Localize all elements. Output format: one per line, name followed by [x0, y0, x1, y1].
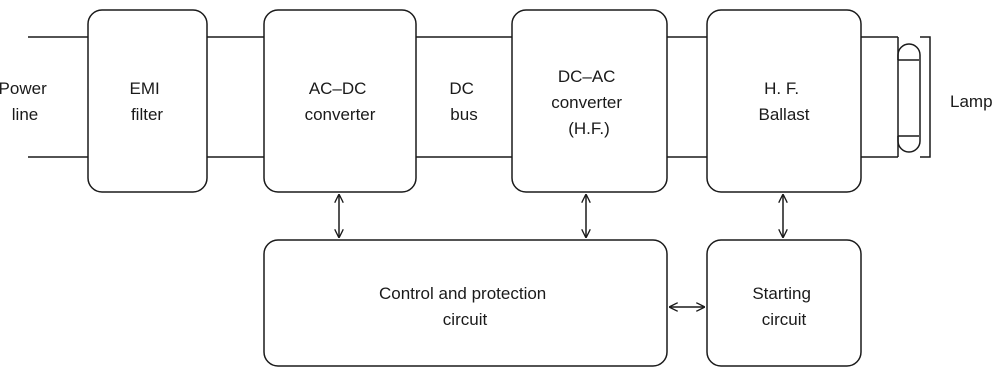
- power-line-label: Power line: [0, 79, 51, 124]
- control-protection-label: Control and protection circuit: [379, 284, 551, 329]
- lamp-label: Lamp: [950, 92, 993, 111]
- emi-filter-block: [87, 9, 208, 193]
- starting-circuit-label: Starting circuit: [752, 284, 815, 329]
- dc-ac-converter-label: DC–AC converter (H.F.): [551, 67, 627, 138]
- hf-ballast-label: H. F. Ballast: [758, 79, 809, 124]
- emi-filter-label: EMI filter: [130, 79, 165, 124]
- control-protection-block: [263, 239, 668, 367]
- lamp-return-wire: [920, 36, 931, 158]
- starting-circuit-block: [706, 239, 862, 367]
- ac-dc-converter-label: AC–DC converter: [305, 79, 376, 124]
- lamp-tube-icon: [897, 43, 921, 153]
- ac-dc-converter-block: [263, 9, 417, 193]
- dc-bus-label: DC bus: [449, 79, 478, 124]
- dc-ac-converter-block: [511, 9, 668, 193]
- hf-ballast-block: [706, 9, 862, 193]
